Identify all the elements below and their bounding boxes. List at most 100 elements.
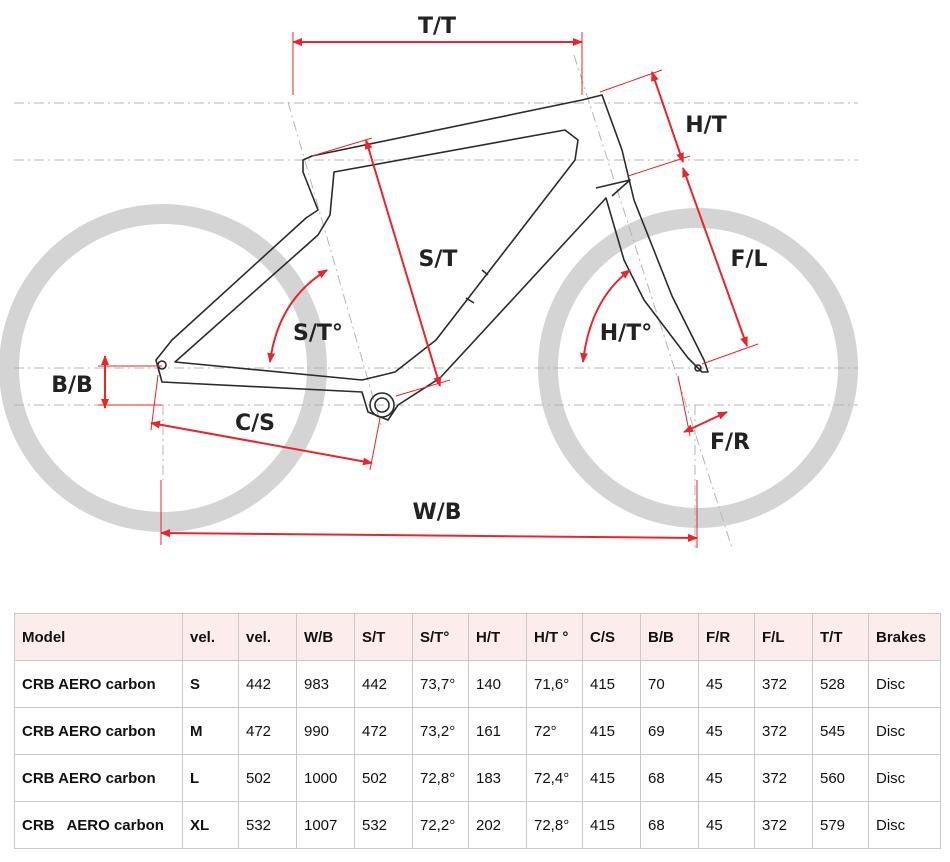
label-fl: F/L [730,247,767,272]
value-cell: 45 [698,754,755,802]
value-cell: 68 [640,801,699,849]
value-cell: 983 [296,660,355,708]
column-header: B/B [640,613,699,661]
value-cell: 472 [354,707,413,755]
column-header: H/T [468,613,527,661]
ht-dimension [651,71,684,163]
value-cell: 72,4° [526,754,583,802]
value-cell: 372 [754,707,813,755]
size-cell: S [182,660,239,708]
size-cell: L [182,754,239,802]
value-cell: 415 [582,801,641,849]
value-cell: 73,7° [412,660,469,708]
st-dimension [364,139,442,387]
value-cell: 415 [582,707,641,755]
value-cell: 442 [354,660,413,708]
column-header: F/R [698,613,755,661]
model-cell: CRB AERO carbon [14,707,183,755]
st-angle-arc [267,269,328,363]
value-cell: Disc [868,707,941,755]
column-header: Model [14,613,183,661]
frame-geometry-diagram: T/T H/T S/T F/L S/T° H/T° B/B C/S F/R W/… [0,14,858,549]
value-cell: 202 [468,801,527,849]
front-dropout [694,364,702,372]
value-cell: 161 [468,707,527,755]
dimension-lines [98,32,759,548]
value-cell: 1007 [296,801,355,849]
value-cell: 502 [238,754,297,802]
value-cell: Disc [868,660,941,708]
model-cell: CRB AERO carbon [14,660,183,708]
column-header: S/T° [412,613,469,661]
value-cell: 72,8° [526,801,583,849]
frame-outer-outline [155,94,709,421]
value-cell: Disc [868,754,941,802]
value-cell: 45 [698,801,755,849]
fr-dimension [683,411,728,433]
fork-inner-line [595,179,631,197]
size-cell: M [182,707,239,755]
model-cell: CRB AERO carbon [14,801,183,849]
label-ht-angle: H/T° [600,321,652,346]
value-cell: 70 [640,660,699,708]
value-cell: 372 [754,660,813,708]
column-header: S/T [354,613,413,661]
value-cell: 532 [238,801,297,849]
value-cell: 372 [754,754,813,802]
bottom-bracket [369,392,395,418]
value-cell: 502 [354,754,413,802]
rear-dropout [157,360,167,370]
column-header: W/B [296,613,355,661]
value-cell: 72° [526,707,583,755]
value-cell: 532 [354,801,413,849]
value-cell: 579 [812,801,869,849]
value-cell: 72,8° [412,754,469,802]
label-ht: H/T [685,113,726,138]
frame-inner-outline [174,129,579,381]
value-cell: 990 [296,707,355,755]
value-cell: 545 [812,707,869,755]
value-cell: 1000 [296,754,355,802]
label-bb: B/B [51,373,93,398]
column-header: vel. [182,613,239,661]
value-cell: 71,6° [526,660,583,708]
value-cell: 45 [698,660,755,708]
column-header: H/T ° [526,613,583,661]
value-cell: 528 [812,660,869,708]
ht-angle-arc [580,269,631,363]
model-cell: CRB AERO carbon [14,754,183,802]
column-header: vel. [238,613,297,661]
label-cs: C/S [235,411,275,436]
value-cell: 45 [698,707,755,755]
label-wb: W/B [412,500,461,525]
label-st: S/T [419,247,458,272]
value-cell: 73,2° [412,707,469,755]
value-cell: Disc [868,801,941,849]
label-tt: T/T [418,14,456,39]
value-cell: 415 [582,660,641,708]
value-cell: 560 [812,754,869,802]
column-header: Brakes [868,613,941,661]
column-header: F/L [754,613,813,661]
column-header: C/S [582,613,641,661]
column-header: T/T [812,613,869,661]
fl-dimension [682,167,748,347]
size-cell: XL [182,801,239,849]
wb-dimension [160,529,698,542]
value-cell: 372 [754,801,813,849]
value-cell: 472 [238,707,297,755]
value-cell: 72,2° [412,801,469,849]
cs-dimension [150,420,373,466]
label-st-angle: S/T° [293,321,343,346]
dimension-labels: T/T H/T S/T F/L S/T° H/T° B/B C/S F/R W/… [51,14,767,525]
value-cell: 415 [582,754,641,802]
label-fr: F/R [710,430,750,455]
value-cell: 183 [468,754,527,802]
value-cell: 69 [640,707,699,755]
value-cell: 442 [238,660,297,708]
